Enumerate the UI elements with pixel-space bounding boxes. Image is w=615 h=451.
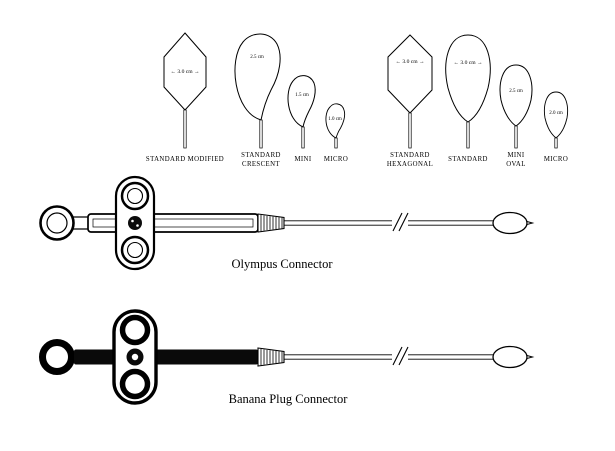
thumb-ring-outer	[39, 339, 75, 375]
finger-ring-bottom-outer	[120, 235, 150, 265]
shaft-break-marks	[392, 212, 409, 232]
category-label-line2: HEXAGONAL	[387, 161, 433, 168]
category-label: MICRO	[324, 156, 348, 163]
snare-stem	[554, 137, 558, 149]
connector-label: Olympus Connector	[231, 257, 333, 271]
category-label: MINI	[294, 156, 311, 163]
connector-ribs	[260, 349, 283, 365]
snare-stem	[334, 137, 338, 149]
snare-loop	[287, 75, 316, 128]
size-label: 1.0 cm	[328, 117, 342, 122]
snare-stem	[408, 112, 412, 149]
end-loop-tip	[526, 220, 535, 226]
snare-loop	[234, 33, 281, 121]
finger-ring-top-outer	[120, 181, 150, 211]
hub-screw	[136, 224, 139, 227]
end-loop-tip	[526, 354, 535, 360]
snare-loop	[499, 64, 533, 127]
finger-ring-top-outer	[119, 314, 151, 346]
finger-ring-bottom-inner	[126, 241, 144, 259]
category-label-line2: OVAL	[506, 161, 526, 168]
device-banana-plug: Banana Plug Connector	[39, 309, 535, 406]
snare-standard-crescent: 2.5 cm STANDARD CRESCENT	[234, 33, 281, 168]
slider-hub	[128, 216, 142, 230]
connector-ribs	[260, 215, 283, 231]
snare-stem	[259, 119, 263, 149]
snare-loop	[325, 103, 346, 139]
category-label: MINI	[507, 152, 524, 159]
handle-body-track	[92, 218, 254, 228]
category-label: STANDARD	[241, 152, 281, 159]
size-label: 1.5 cm	[295, 93, 309, 98]
snare-shapes-row: ← 3.0 cm → STANDARD MODIFIED 2.5 cm STAN…	[146, 32, 568, 168]
thumb-ring-inner	[46, 212, 68, 234]
snare-micro-oval: 2.0 cm MICRO	[544, 91, 568, 163]
shaft-break-marks	[392, 346, 409, 366]
size-label: ← 3.0 cm →	[453, 60, 482, 66]
snare-stem	[466, 121, 470, 149]
handle-body	[74, 349, 258, 365]
category-label: STANDARD	[448, 156, 488, 163]
snare-stem	[183, 109, 187, 149]
handle-body	[87, 213, 259, 233]
category-label: MICRO	[544, 156, 568, 163]
snare-loop	[387, 34, 433, 114]
snare-standard-oval: ← 3.0 cm → STANDARD	[445, 34, 491, 163]
size-label: 2.5 cm	[250, 55, 264, 60]
device-olympus: Olympus Connector	[39, 175, 535, 271]
size-label: 2.5 cm	[509, 89, 523, 94]
connector-taper	[257, 347, 285, 367]
snare-micro-crescent: 1.0 cm MICRO	[324, 103, 348, 163]
size-label: ← 3.0 cm →	[395, 59, 424, 65]
snare-mini-oval: 2.5 cm MINI OVAL	[499, 64, 533, 168]
hub-center-dot	[131, 353, 139, 361]
category-label: STANDARD MODIFIED	[146, 156, 224, 163]
shaft	[284, 220, 493, 226]
shaft	[284, 354, 493, 360]
snare-stem	[301, 126, 305, 149]
snare-loop	[445, 34, 491, 123]
finger-ring-bottom-outer	[119, 368, 151, 400]
connector-label: Banana Plug Connector	[229, 392, 349, 406]
connector-taper	[257, 213, 285, 233]
snare-stem	[514, 125, 518, 149]
size-label: ← 3.0 cm →	[170, 69, 199, 75]
category-label: STANDARD	[390, 152, 430, 159]
hub-screw	[131, 219, 134, 223]
snare-mini-crescent: 1.5 cm MINI	[287, 75, 316, 163]
snare-end-loop	[492, 211, 528, 235]
snare-standard-modified: ← 3.0 cm → STANDARD MODIFIED	[146, 32, 224, 163]
finger-ring-top-inner	[126, 187, 144, 205]
category-label-line2: CRESCENT	[242, 161, 280, 168]
snare-end-loop	[492, 345, 528, 369]
snare-standard-hexagonal: ← 3.0 cm → STANDARD HEXAGONAL	[387, 34, 433, 168]
size-label: 2.0 cm	[549, 111, 563, 116]
